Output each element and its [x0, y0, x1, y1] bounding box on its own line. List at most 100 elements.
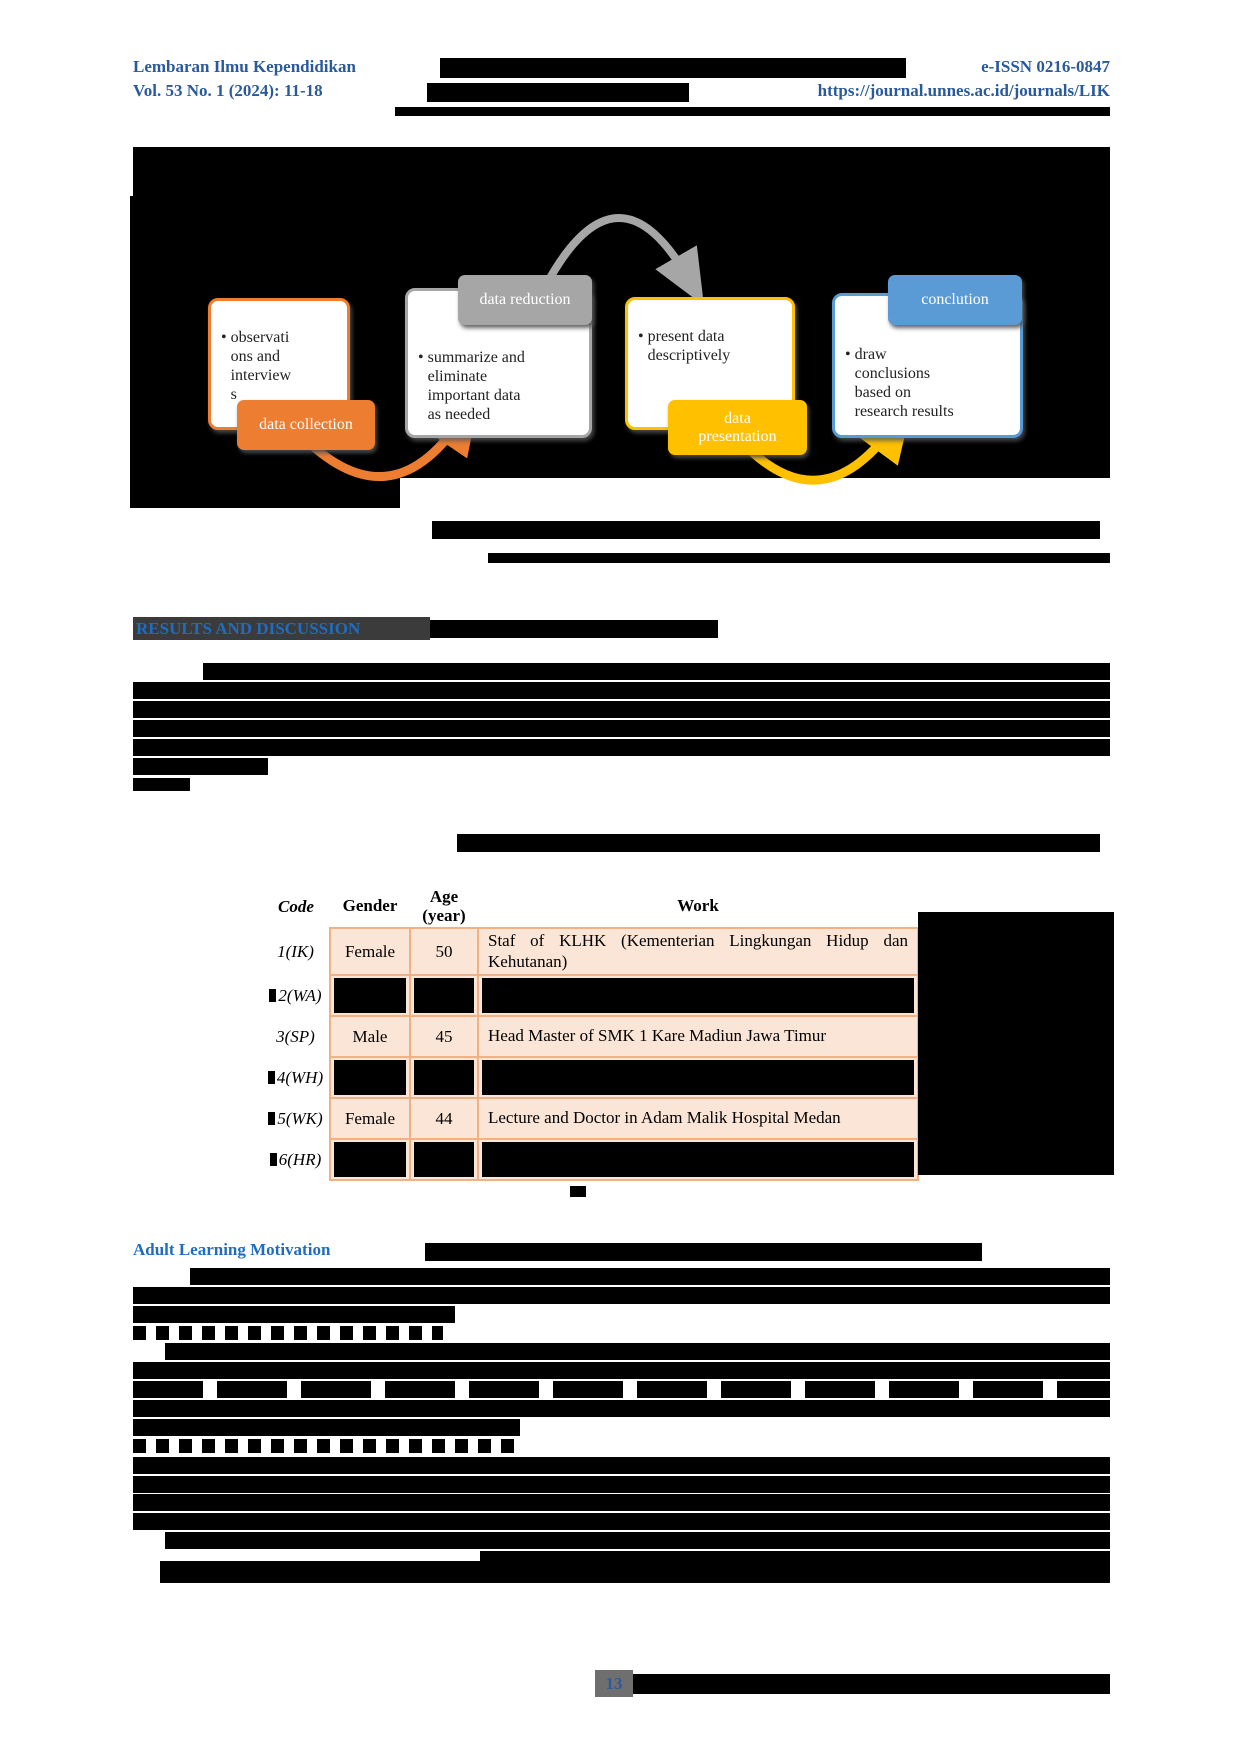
bullet: •	[418, 349, 424, 366]
redacted-cell	[334, 1060, 406, 1096]
redaction-bar	[133, 1362, 1110, 1379]
results-heading: RESULTS AND DISCUSSION	[136, 618, 361, 638]
redaction-bar	[570, 1186, 586, 1197]
table-row: 1(IK) Female 50 Staf of KLHK (Kementeria…	[262, 927, 919, 977]
figure-caption-redaction	[432, 521, 1100, 539]
redaction-bar	[133, 1457, 1110, 1474]
redaction-chip	[267, 1070, 275, 1084]
participant-work	[477, 1138, 919, 1182]
participant-code: 3(SP)	[262, 1016, 330, 1058]
redacted-cell	[482, 1142, 914, 1178]
participant-work	[477, 974, 919, 1018]
step-label-data-collection: data collection	[237, 400, 375, 450]
redaction-bar	[480, 1551, 1110, 1561]
table-row: 5(WK) Female 44 Lecture and Doctor in Ad…	[262, 1097, 919, 1141]
participant-age: 45	[409, 1015, 479, 1059]
col-header-work: Work	[478, 886, 918, 929]
redaction-bar	[165, 1532, 1110, 1549]
participant-gender: Female	[329, 927, 411, 977]
redaction-bar	[133, 778, 190, 791]
step-detail: • present data descriptively	[628, 300, 792, 366]
step-label-data-reduction: data reduction	[458, 275, 592, 325]
col-header-age: Age (year)	[410, 886, 478, 929]
page-number-box: 13	[595, 1670, 633, 1697]
participant-gender	[329, 1056, 411, 1100]
results-heading-box: RESULTS AND DISCUSSION	[133, 617, 430, 640]
participant-gender: Female	[329, 1097, 411, 1141]
redaction-block	[918, 912, 1114, 1175]
bullet: •	[845, 346, 851, 363]
figure-redacted-background	[130, 478, 400, 508]
redaction-dashes	[133, 1439, 518, 1453]
table-row: 3(SP) Male 45 Head Master of SMK 1 Kare …	[262, 1015, 919, 1059]
participants-table: Code Gender Age (year) Work 1(IK) Female…	[262, 886, 919, 1182]
redaction-chip	[269, 988, 277, 1002]
redaction-bar	[633, 1674, 1110, 1694]
redaction-bar	[133, 1513, 1110, 1530]
redacted-cell	[414, 1060, 474, 1096]
col-header-code: Code	[262, 886, 330, 929]
redaction-bar	[133, 720, 1110, 737]
data-analysis-diagram: • observati ons and interview s data col…	[130, 196, 1110, 508]
bullet: •	[638, 328, 644, 345]
redaction-chip	[269, 1152, 277, 1166]
participant-code: 6(HR)	[262, 1139, 330, 1181]
redaction-bar	[427, 83, 689, 102]
redaction-bar	[425, 1243, 982, 1261]
redaction-bar	[488, 553, 1110, 563]
redaction-bar	[133, 758, 268, 775]
col-header-gender: Gender	[330, 886, 410, 929]
participant-age: 50	[409, 927, 479, 977]
step-detail-text: draw conclusions based on research resul…	[854, 346, 954, 420]
bullet: •	[221, 329, 227, 346]
journal-name: Lembaran Ilmu Kependidikan	[133, 57, 356, 76]
redaction-bar	[133, 1400, 1110, 1417]
step-label-data-presentation: data presentation	[668, 400, 807, 455]
step-label-conclusion: conclution	[888, 275, 1022, 325]
table-row: 6(HR)	[262, 1138, 919, 1182]
redaction-bar	[430, 620, 718, 638]
redaction-bar	[190, 1268, 1110, 1285]
redaction-bar	[133, 1419, 520, 1436]
redaction-bar	[160, 1561, 1110, 1583]
participant-work: Head Master of SMK 1 Kare Madiun Jawa Ti…	[477, 1015, 919, 1059]
redaction-bar	[165, 1343, 1110, 1360]
participant-code: 2(WA)	[262, 975, 330, 1017]
participant-age	[409, 974, 479, 1018]
participant-code: 5(WK)	[262, 1098, 330, 1140]
arrow-reduction-to-presentation	[546, 214, 704, 306]
participant-work: Staf of KLHK (Kementerian Lingkungan Hid…	[477, 927, 919, 977]
redaction-bar	[133, 1287, 1110, 1304]
redacted-cell	[482, 978, 914, 1014]
redacted-cell	[482, 1060, 914, 1096]
redacted-cell	[334, 1142, 406, 1178]
step-detail-text: present data descriptively	[647, 328, 731, 364]
redacted-cell	[414, 978, 474, 1014]
table-row: 4(WH)	[262, 1056, 919, 1100]
redacted-cell	[334, 978, 406, 1014]
redaction-bar	[440, 58, 906, 78]
participant-age	[409, 1056, 479, 1100]
adult-learning-heading: Adult Learning Motivation	[133, 1240, 331, 1259]
step-detail-text: observati ons and interview s	[230, 329, 292, 403]
journal-url: https://journal.unnes.ac.id/journals/LIK	[817, 81, 1110, 100]
redacted-cell	[414, 1142, 474, 1178]
redaction-bar	[395, 107, 1110, 116]
participant-age: 44	[409, 1097, 479, 1141]
redaction-bar	[133, 682, 1110, 699]
redaction-bar	[133, 1476, 1110, 1493]
page-number: 13	[605, 1673, 623, 1693]
participant-code: 1(IK)	[262, 928, 330, 976]
participant-gender: Male	[329, 1015, 411, 1059]
redaction-bar	[133, 739, 1110, 756]
table-row: 2(WA)	[262, 974, 919, 1018]
participant-gender	[329, 1138, 411, 1182]
redaction-spaced	[133, 1381, 1110, 1398]
redaction-bar	[203, 663, 1110, 680]
participant-code: 4(WH)	[262, 1057, 330, 1099]
step-detail: • observati ons and interview s	[211, 301, 347, 405]
redaction-bar	[133, 147, 1110, 164]
redaction-bar	[133, 701, 1110, 718]
redaction-chip	[268, 1111, 276, 1125]
redaction-bar	[133, 1306, 455, 1323]
